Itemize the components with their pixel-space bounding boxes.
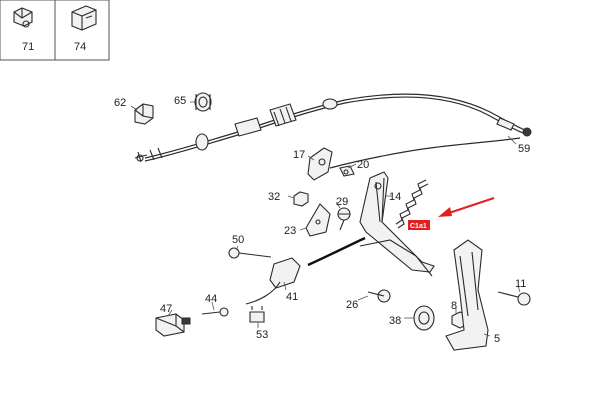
part-11[interactable] (497, 291, 531, 306)
label-29: 29 (336, 196, 348, 208)
callout-arrow-head (438, 207, 452, 217)
label-32: 32 (268, 191, 280, 203)
legend-number-74: 74 (74, 41, 86, 53)
part-38[interactable] (413, 305, 435, 331)
part-41[interactable] (245, 257, 301, 305)
legend-number-71: 71 (22, 41, 34, 53)
label-44: 44 (205, 293, 217, 305)
label-50: 50 (232, 234, 244, 246)
label-26: 26 (346, 299, 358, 311)
callout-badge (408, 220, 430, 230)
part-50[interactable] (228, 247, 272, 259)
label-14: 14 (389, 191, 401, 203)
label-8: 8 (451, 300, 457, 312)
label-5: 5 (494, 333, 500, 345)
legend-box-71[interactable]: 71 (0, 0, 56, 61)
part-29[interactable] (337, 207, 351, 231)
callout-label: C1a1 (410, 223, 427, 230)
spring[interactable] (395, 179, 429, 229)
part-26[interactable] (367, 289, 391, 303)
part-65[interactable] (194, 92, 212, 112)
pedal-lever-assembly[interactable] (359, 171, 435, 277)
label-47: 47 (160, 303, 172, 315)
label-59: 59 (518, 143, 530, 155)
part-53[interactable] (249, 306, 265, 323)
part-17[interactable] (307, 147, 333, 181)
label-23: 23 (284, 225, 296, 237)
clip-icon (13, 7, 33, 28)
legend-box-74[interactable]: 74 (54, 0, 110, 61)
label-20: 20 (357, 159, 369, 171)
label-41: 41 (286, 291, 298, 303)
part-32[interactable] (293, 191, 309, 207)
part-62[interactable] (134, 103, 154, 125)
leader-lines (130, 101, 521, 337)
callout-arrow-line (445, 197, 495, 215)
part-44[interactable] (201, 307, 229, 317)
label-17: 17 (293, 149, 305, 161)
label-53: 53 (256, 329, 268, 341)
cable-assembly (134, 93, 532, 163)
label-65: 65 (174, 95, 186, 107)
callout[interactable]: C1a1 (408, 197, 495, 230)
bracket-icon (71, 5, 97, 31)
part-5[interactable] (445, 239, 489, 351)
part-20[interactable] (339, 165, 355, 177)
part-23[interactable] (305, 203, 331, 237)
part-47[interactable] (155, 313, 191, 337)
label-11: 11 (515, 278, 526, 290)
label-38: 38 (389, 315, 401, 327)
label-62: 62 (114, 97, 126, 109)
